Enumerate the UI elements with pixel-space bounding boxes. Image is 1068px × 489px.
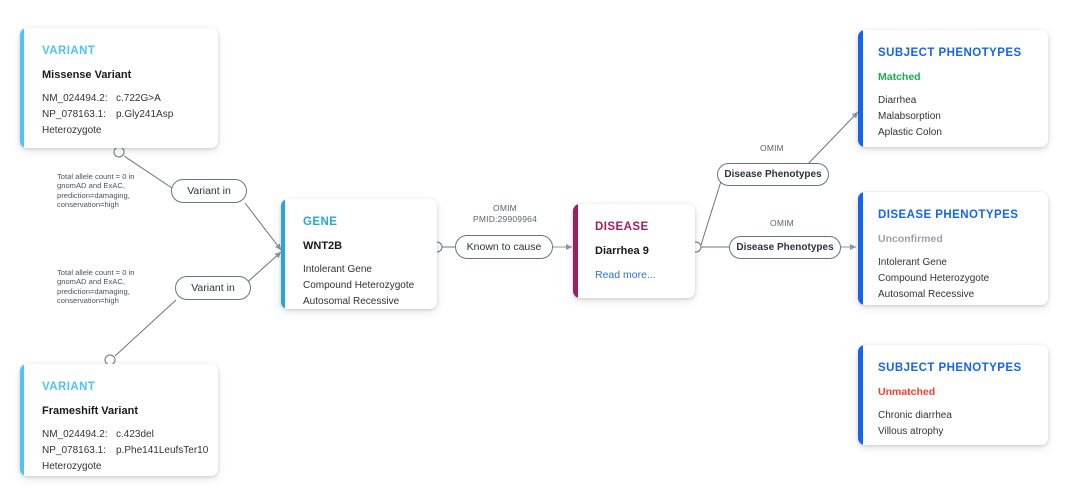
transcript-id: NM_024494.2: [42, 93, 108, 104]
disease-phenotypes-card[interactable]: DISEASE PHENOTYPES Unconfirmed Intoleran… [858, 192, 1048, 305]
gene-attribute: Autosomal Recessive [303, 296, 400, 307]
card-subtitle: Frameshift Variant [42, 405, 138, 417]
transcript-change: c.423del [116, 429, 154, 440]
card-accent-bar [573, 204, 578, 298]
variant-card-top[interactable]: VARIANT Missense Variant NM_024494.2: c.… [20, 28, 218, 148]
gene-attribute: Intolerant Gene [303, 264, 372, 275]
edge-pill-top-to-gene [244, 202, 282, 251]
pill-known-to-cause[interactable]: Known to cause [455, 235, 553, 259]
card-title: VARIANT [42, 45, 96, 57]
variant-protein-row: NP_078163.1: p.Phe141LeufsTer10 [42, 443, 208, 459]
edge-pheno-top-to-subject-matched [805, 111, 859, 167]
phenotype-item: Villous atrophy [878, 426, 944, 437]
connector-dot-variant-top [113, 146, 125, 158]
pill-variant-in-top[interactable]: Variant in [171, 179, 247, 203]
disease-name: Diarrhea 9 [595, 245, 649, 257]
card-title: DISEASE PHENOTYPES [878, 209, 1019, 221]
variant-annotation-bottom: Total allele count = 0 in gnomAD and ExA… [57, 268, 135, 306]
phenotype-item: Diarrhea [878, 95, 917, 106]
variant-card-bottom[interactable]: VARIANT Frameshift Variant NM_024494.2: … [20, 364, 218, 476]
phenotype-item: Chronic diarrhea [878, 410, 952, 421]
edge-disease-to-pheno-top [700, 177, 723, 246]
card-subtitle: Missense Variant [42, 69, 132, 81]
transcript-id: NM_024494.2: [42, 429, 108, 440]
edge-label-known-to-cause: OMIM PMID:29909964 [472, 203, 538, 224]
card-title: SUBJECT PHENOTYPES [878, 47, 1022, 59]
variant-zygosity: Heterozygote [42, 461, 102, 472]
card-title: GENE [303, 216, 338, 228]
card-accent-bar [20, 364, 24, 476]
phenotype-item: Aplastic Colon [878, 127, 942, 138]
phenotype-item: Compound Heterozygote [878, 273, 990, 284]
card-title: DISEASE [595, 221, 649, 233]
card-accent-bar [20, 28, 24, 148]
gene-attribute: Compound Heterozygote [303, 280, 415, 291]
phenotype-item: Intolerant Gene [878, 257, 947, 268]
disease-card[interactable]: DISEASE Diarrhea 9 Read more... [573, 204, 695, 298]
card-accent-bar [858, 192, 863, 305]
protein-change: p.Gly241Asp [116, 109, 174, 120]
subject-phenotypes-unmatched-card[interactable]: SUBJECT PHENOTYPES Unmatched Chronic dia… [858, 345, 1048, 445]
status-badge: Matched [878, 71, 921, 83]
status-badge: Unmatched [878, 386, 936, 398]
edge-label-omim-top: OMIM [760, 143, 784, 153]
pill-disease-phenotypes-top[interactable]: Disease Phenotypes [717, 163, 829, 186]
variant-zygosity: Heterozygote [42, 125, 102, 136]
card-accent-bar [281, 199, 285, 309]
protein-id: NP_078163.1: [42, 109, 106, 120]
phenotype-item: Autosomal Recessive [878, 289, 975, 300]
variant-protein-row: NP_078163.1: p.Gly241Asp [42, 107, 204, 123]
variant-transcript-row: NM_024494.2: c.423del [42, 427, 204, 443]
edge-label-omim-bottom: OMIM [770, 218, 794, 228]
gene-card[interactable]: GENE WNT2B Intolerant Gene Compound Hete… [281, 199, 437, 309]
subject-phenotypes-matched-card[interactable]: SUBJECT PHENOTYPES Matched Diarrhea Mala… [858, 30, 1048, 147]
pill-disease-phenotypes-bottom[interactable]: Disease Phenotypes [729, 236, 841, 259]
card-title: SUBJECT PHENOTYPES [878, 362, 1022, 374]
card-title: VARIANT [42, 381, 96, 393]
transcript-change: c.722G>A [116, 93, 161, 104]
variant-transcript-row: NM_024494.2: c.722G>A [42, 91, 204, 107]
card-accent-bar [858, 345, 863, 445]
protein-change: p.Phe141LeufsTer10 [116, 445, 209, 456]
read-more-link[interactable]: Read more... [595, 269, 656, 281]
pill-variant-in-bottom[interactable]: Variant in [175, 276, 251, 300]
gene-symbol: WNT2B [303, 240, 343, 252]
protein-id: NP_078163.1: [42, 445, 106, 456]
edge-variant-bottom-to-pill [114, 299, 177, 357]
status-badge: Unconfirmed [878, 233, 943, 245]
variant-annotation-top: Total allele count = 0 in gnomAD and ExA… [57, 172, 135, 210]
card-accent-bar [858, 30, 863, 147]
phenotype-item: Malabsorption [878, 111, 941, 122]
